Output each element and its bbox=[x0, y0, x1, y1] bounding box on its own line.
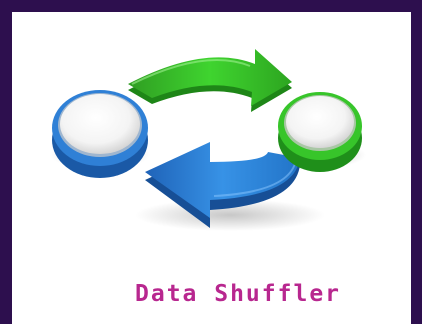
right-disc bbox=[278, 92, 362, 172]
blue-arrow bbox=[145, 142, 300, 228]
left-disc bbox=[52, 90, 148, 178]
app-title: Data Shuffler bbox=[135, 281, 342, 307]
green-arrow bbox=[128, 49, 292, 112]
